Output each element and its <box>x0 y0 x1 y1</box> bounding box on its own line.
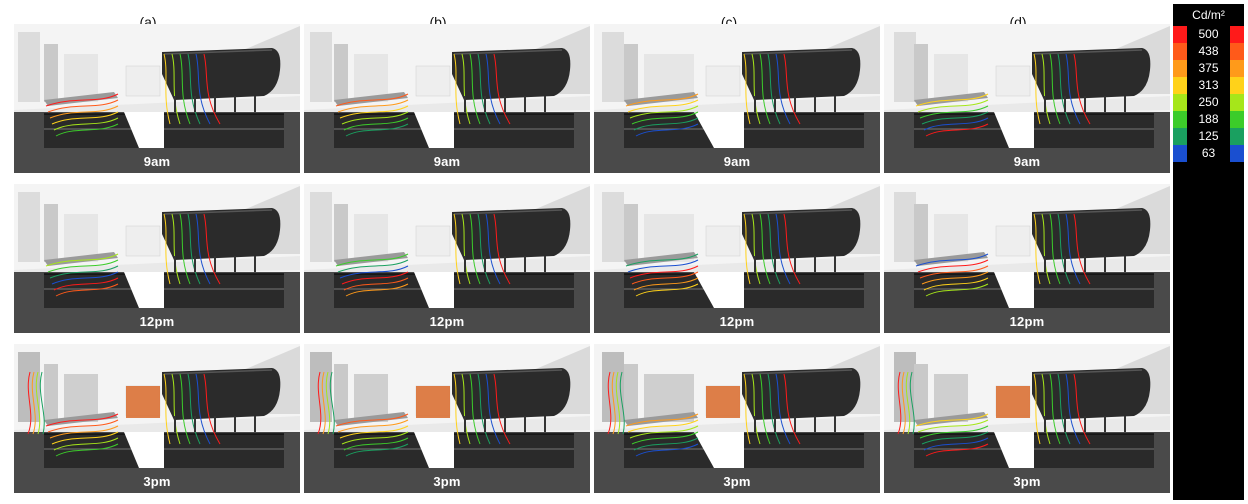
legend-unit: Cd/m² <box>1192 8 1225 22</box>
time-label: 12pm <box>429 314 465 329</box>
luminance-render <box>884 344 1170 493</box>
legend-value: 63 <box>1201 146 1216 160</box>
legend-swatch <box>1173 111 1187 128</box>
render-b-12pm: 12pm <box>304 184 590 333</box>
time-label: 12pm <box>1009 314 1045 329</box>
legend-swatch <box>1173 77 1187 94</box>
legend-entry: 125 <box>1173 128 1244 145</box>
legend-swatch <box>1173 26 1187 43</box>
legend-swatch <box>1230 111 1244 128</box>
render-d-12pm: 12pm <box>884 184 1170 333</box>
time-label: 12pm <box>139 314 175 329</box>
time-label: 12pm <box>719 314 755 329</box>
render-a-3pm: 3pm <box>14 344 300 493</box>
legend-swatch <box>1230 60 1244 77</box>
luminance-render <box>14 184 300 333</box>
legend-swatch <box>1230 145 1244 162</box>
luminance-render <box>594 184 880 333</box>
time-label: 9am <box>1013 154 1041 169</box>
legend-value: 375 <box>1198 61 1219 75</box>
time-label: 3pm <box>433 474 461 489</box>
time-label: 3pm <box>723 474 751 489</box>
legend-entry: 500 <box>1173 26 1244 43</box>
legend-value: 438 <box>1198 44 1219 58</box>
legend-swatch <box>1230 77 1244 94</box>
legend-value: 125 <box>1198 129 1219 143</box>
render-a-12pm: 12pm <box>14 184 300 333</box>
legend-value: 188 <box>1198 112 1219 126</box>
legend-swatch <box>1230 128 1244 145</box>
legend-swatch <box>1230 94 1244 111</box>
luminance-render <box>304 24 590 173</box>
luminance-render <box>304 344 590 493</box>
luminance-render <box>304 184 590 333</box>
legend-entry: 63 <box>1173 145 1244 162</box>
legend-value: 313 <box>1198 78 1219 92</box>
legend-entry: 438 <box>1173 43 1244 60</box>
time-label: 9am <box>433 154 461 169</box>
time-label: 3pm <box>1013 474 1041 489</box>
legend-entry: 188 <box>1173 111 1244 128</box>
luminance-render <box>884 24 1170 173</box>
legend-swatch <box>1230 43 1244 60</box>
legend-entry: 313 <box>1173 77 1244 94</box>
time-label: 3pm <box>143 474 171 489</box>
legend-entry: 250 <box>1173 94 1244 111</box>
legend-entry: 375 <box>1173 60 1244 77</box>
legend-swatch <box>1173 94 1187 111</box>
render-b-9am: 9am <box>304 24 590 173</box>
render-d-9am: 9am <box>884 24 1170 173</box>
time-label: 9am <box>143 154 171 169</box>
luminance-render <box>14 344 300 493</box>
luminance-render <box>594 344 880 493</box>
luminance-render <box>594 24 880 173</box>
legend-swatch <box>1173 128 1187 145</box>
legend-swatch <box>1173 145 1187 162</box>
legend-value: 250 <box>1198 95 1219 109</box>
luminance-render <box>14 24 300 173</box>
render-a-9am: 9am <box>14 24 300 173</box>
luminance-legend: Cd/m² 500 438 375 313 250 188 125 63 <box>1173 4 1244 500</box>
legend-swatch <box>1230 26 1244 43</box>
time-label: 9am <box>723 154 751 169</box>
render-b-3pm: 3pm <box>304 344 590 493</box>
legend-swatch <box>1173 43 1187 60</box>
luminance-render <box>884 184 1170 333</box>
render-c-9am: 9am <box>594 24 880 173</box>
render-d-3pm: 3pm <box>884 344 1170 493</box>
render-c-12pm: 12pm <box>594 184 880 333</box>
legend-swatch <box>1173 60 1187 77</box>
legend-value: 500 <box>1198 27 1219 41</box>
render-c-3pm: 3pm <box>594 344 880 493</box>
